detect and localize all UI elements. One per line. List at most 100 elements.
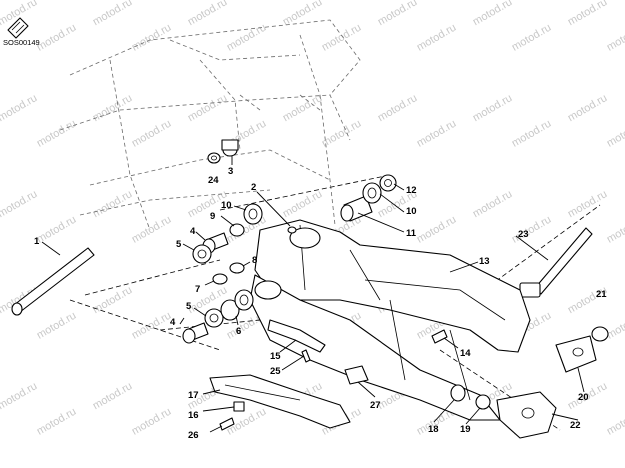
watermark-text: motod.ru bbox=[605, 214, 625, 246]
watermark-text: motod.ru bbox=[0, 380, 39, 412]
watermark-text: motod.ru bbox=[376, 92, 420, 124]
callout-27: 27 bbox=[370, 400, 381, 411]
part-5-bush-lower bbox=[204, 308, 224, 328]
watermark-text: motod.ru bbox=[510, 22, 554, 54]
watermark-text: motod.ru bbox=[566, 0, 610, 28]
callout-leaders bbox=[41, 156, 585, 433]
callout-25: 25 bbox=[270, 366, 281, 377]
callout-6: 6 bbox=[236, 326, 241, 337]
watermark-text: motod.ru bbox=[35, 214, 79, 246]
callout-8: 8 bbox=[252, 255, 257, 266]
part-6-bearing bbox=[220, 289, 254, 321]
part-2-screw bbox=[287, 226, 297, 234]
watermark-text: motod.ru bbox=[566, 188, 610, 220]
watermark-text: motod.ru bbox=[605, 118, 625, 150]
watermark-text: motod.ru bbox=[91, 188, 135, 220]
part-11-pin bbox=[340, 195, 373, 222]
callout-5-lower: 5 bbox=[186, 301, 192, 312]
callout-10-right: 10 bbox=[406, 206, 417, 217]
watermark-text: motod.ru bbox=[471, 188, 515, 220]
watermark-text: motod.ru bbox=[471, 0, 515, 28]
part-7-seal bbox=[212, 273, 228, 285]
part-10-bearing-upper bbox=[243, 203, 263, 225]
part-17-chain-guard bbox=[209, 374, 351, 429]
callout-26: 26 bbox=[188, 430, 199, 441]
watermark-text: motod.ru bbox=[605, 406, 625, 438]
part-20-adjuster bbox=[555, 335, 597, 373]
part-12-washer bbox=[379, 174, 397, 192]
watermark-text: motod.ru bbox=[415, 214, 459, 246]
watermark-text: motod.ru bbox=[566, 92, 610, 124]
watermark-text: motod.ru bbox=[91, 0, 135, 28]
diagram-code: SOS00149 bbox=[3, 38, 40, 47]
watermark-text: motod.ru bbox=[130, 118, 174, 150]
callout-13: 13 bbox=[479, 256, 490, 267]
part-15-bracket bbox=[267, 319, 326, 353]
part-21-cap bbox=[591, 326, 609, 342]
watermark-text: motod.ru bbox=[130, 406, 174, 438]
watermark-text: motod.ru bbox=[415, 22, 459, 54]
callout-2: 2 bbox=[251, 182, 256, 193]
callout-4-upper: 4 bbox=[190, 226, 196, 237]
callout-14: 14 bbox=[460, 348, 471, 359]
callout-22: 22 bbox=[570, 420, 581, 431]
watermark-text: motod.ru bbox=[510, 118, 554, 150]
callout-23: 23 bbox=[518, 229, 529, 240]
watermark-text: motod.ru bbox=[415, 118, 459, 150]
callout-18: 18 bbox=[428, 424, 439, 435]
watermark-text: motod.ru bbox=[186, 0, 230, 28]
part-23-axle bbox=[519, 227, 593, 298]
callout-17: 17 bbox=[188, 390, 199, 401]
watermark-text: motod.ru bbox=[605, 22, 625, 54]
part-9-spacer bbox=[229, 223, 245, 237]
watermark-text: motod.ru bbox=[186, 92, 230, 124]
diagram-icon bbox=[7, 17, 29, 39]
watermark-text: motod.ru bbox=[281, 0, 325, 28]
callout-24: 24 bbox=[208, 175, 219, 186]
part-19-washer bbox=[475, 394, 491, 410]
callout-9: 9 bbox=[210, 211, 215, 222]
watermark-text: motod.ru bbox=[471, 92, 515, 124]
watermark-text: motod.ru bbox=[320, 22, 364, 54]
watermark-text: motod.ru bbox=[0, 188, 39, 220]
watermark-text: motod.ru bbox=[376, 0, 420, 28]
watermark-text: motod.ru bbox=[225, 22, 269, 54]
part-4-pin-lower bbox=[182, 322, 209, 344]
part-16-nut bbox=[233, 401, 245, 412]
watermark-text: motod.ru bbox=[35, 310, 79, 342]
watermark-text: motod.ru bbox=[130, 22, 174, 54]
callout-5-upper: 5 bbox=[176, 239, 182, 250]
watermark-text: motod.ru bbox=[0, 0, 39, 28]
callout-21: 21 bbox=[596, 289, 607, 300]
watermark-text: motod.ru bbox=[35, 22, 79, 54]
part-18-bolt bbox=[450, 384, 466, 402]
watermark-text: motod.ru bbox=[0, 92, 39, 124]
callout-1: 1 bbox=[34, 236, 40, 247]
callout-15: 15 bbox=[270, 351, 281, 362]
callout-20: 20 bbox=[578, 392, 589, 403]
part-10-bearing-right bbox=[362, 182, 382, 204]
part-5-bush-upper bbox=[192, 244, 212, 264]
watermark-text: motod.ru bbox=[35, 118, 79, 150]
part-8-seal bbox=[229, 262, 245, 274]
watermark-text: motod.ru bbox=[91, 380, 135, 412]
callout-19: 19 bbox=[460, 424, 471, 435]
part-27-plate bbox=[344, 365, 369, 385]
watermark-text: motod.ru bbox=[91, 284, 135, 316]
part-1-spindle bbox=[11, 247, 95, 316]
watermark-text: motod.ru bbox=[130, 214, 174, 246]
watermark-text: motod.ru bbox=[91, 92, 135, 124]
part-3-bushing bbox=[221, 139, 239, 157]
callout-7: 7 bbox=[195, 284, 200, 295]
part-26-bolt bbox=[219, 417, 235, 431]
watermark-text: motod.ru bbox=[510, 214, 554, 246]
callout-4-lower: 4 bbox=[170, 317, 176, 328]
part-22-adjuster bbox=[496, 391, 557, 439]
callout-16: 16 bbox=[188, 410, 199, 421]
part-13-swingarm bbox=[249, 219, 531, 421]
part-14-bolt bbox=[431, 329, 448, 344]
callout-10-left: 10 bbox=[221, 200, 232, 211]
